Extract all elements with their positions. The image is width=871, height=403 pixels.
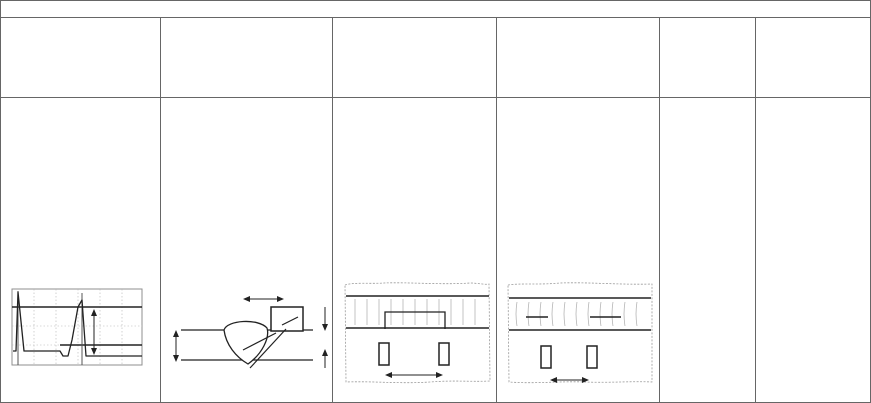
weld-seam-plan-short-reflectors bbox=[507, 282, 653, 384]
probe-right-marker-right bbox=[586, 345, 598, 369]
probe-travel-left-arrow-icon bbox=[243, 296, 250, 302]
weld-bead bbox=[223, 320, 269, 365]
reflector-spacing-left-arrow-icon bbox=[550, 377, 557, 383]
reflector-length-right-arrow-icon bbox=[436, 372, 443, 378]
oscilloscope-grid bbox=[12, 289, 142, 365]
probe-right-marker bbox=[438, 342, 450, 366]
probe-left-marker bbox=[378, 342, 390, 366]
plate-outline-sketch-left bbox=[344, 282, 491, 384]
probe-body bbox=[270, 306, 304, 332]
probe-travel-right-arrow-icon bbox=[277, 296, 284, 302]
plate-thickness-down-arrow-icon bbox=[173, 355, 179, 362]
weld-ripple-marks-right bbox=[515, 301, 638, 327]
long-reflector-outline bbox=[384, 311, 446, 329]
signal-trace bbox=[13, 291, 142, 357]
oscilloscope-frame bbox=[11, 288, 143, 366]
probe-beam-return bbox=[281, 316, 299, 326]
amplitude-arrow-up-icon bbox=[91, 309, 97, 316]
weld-probe-cross-section bbox=[173, 296, 328, 369]
plate-thickness-up-arrow-icon bbox=[173, 330, 179, 337]
reflector-spacing-right-arrow-icon bbox=[582, 377, 589, 383]
probe-beam-to-defect bbox=[242, 332, 277, 351]
plate-outline-sketch-right bbox=[507, 282, 653, 384]
amplitude-arrow-down-icon bbox=[91, 348, 97, 355]
weld-seam-plan-long-reflector bbox=[344, 282, 491, 384]
probe-beam-lower bbox=[249, 328, 287, 369]
depth-arrow-top-down-icon bbox=[322, 324, 328, 331]
depth-arrow-bottom-up-icon bbox=[322, 349, 328, 356]
probe-left-marker-right bbox=[540, 345, 552, 369]
oscilloscope-signal-diagram bbox=[11, 288, 143, 366]
reflector-length-left-arrow-icon bbox=[385, 372, 392, 378]
